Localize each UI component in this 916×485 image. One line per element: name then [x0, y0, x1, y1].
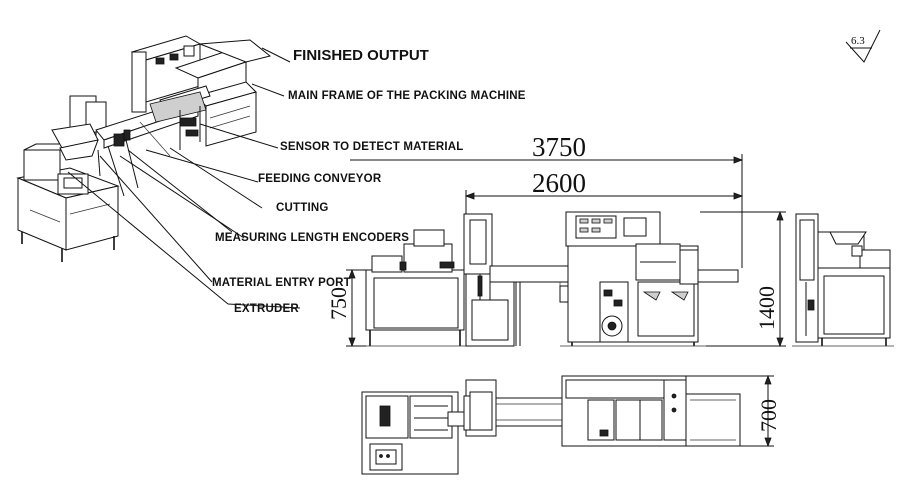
extruder-unit [16, 143, 120, 262]
callout-cutting: CUTTING [276, 202, 329, 214]
callout-encoders: MEASURING LENGTH ENCODERS [215, 232, 409, 244]
callout-leaders [67, 47, 301, 309]
callout-entry-port: MATERIAL ENTRY PORT [212, 277, 351, 289]
plan-conveyor [495, 397, 567, 427]
dimension-3750: 3750 [350, 132, 744, 268]
dim-width: 700 [756, 399, 781, 432]
callout-finished-output: FINISHED OUTPUT [293, 47, 429, 64]
front-extruder [364, 229, 466, 347]
callout-feeding-conveyor: FEEDING CONVEYOR [258, 173, 382, 185]
dim-height: 1400 [754, 286, 779, 330]
front-packing-machine [560, 211, 739, 347]
dimension-750: 750 [326, 268, 366, 348]
dimension-1400: 1400 [700, 210, 786, 348]
dim-overall-length: 3750 [532, 132, 586, 162]
side-view [792, 213, 894, 347]
dim-feeder-height: 750 [326, 287, 351, 320]
dimension-700: 700 [686, 374, 781, 448]
plan-feeder [463, 379, 497, 437]
dim-packer-length: 2600 [532, 168, 586, 198]
front-elevation: 3750 2600 [326, 132, 786, 348]
callout-sensor: SENSOR TO DETECT MATERIAL [280, 141, 463, 153]
plan-extruder [361, 391, 465, 475]
packing-machine-frame [130, 35, 272, 150]
plan-packer [561, 375, 741, 447]
roughness-value: 6.3 [851, 35, 865, 47]
roughness-symbol: 6.3 [845, 29, 881, 63]
callout-extruder: EXTRUDER [234, 303, 299, 315]
isometric-view: FINISHED OUTPUT MAIN FRAME OF THE PACKIN… [16, 35, 526, 315]
dimension-2600: 2600 [464, 168, 744, 214]
front-feeder-tower [463, 213, 515, 347]
callout-main-frame: MAIN FRAME OF THE PACKING MACHINE [288, 90, 526, 102]
plan-view: 700 [361, 374, 781, 475]
